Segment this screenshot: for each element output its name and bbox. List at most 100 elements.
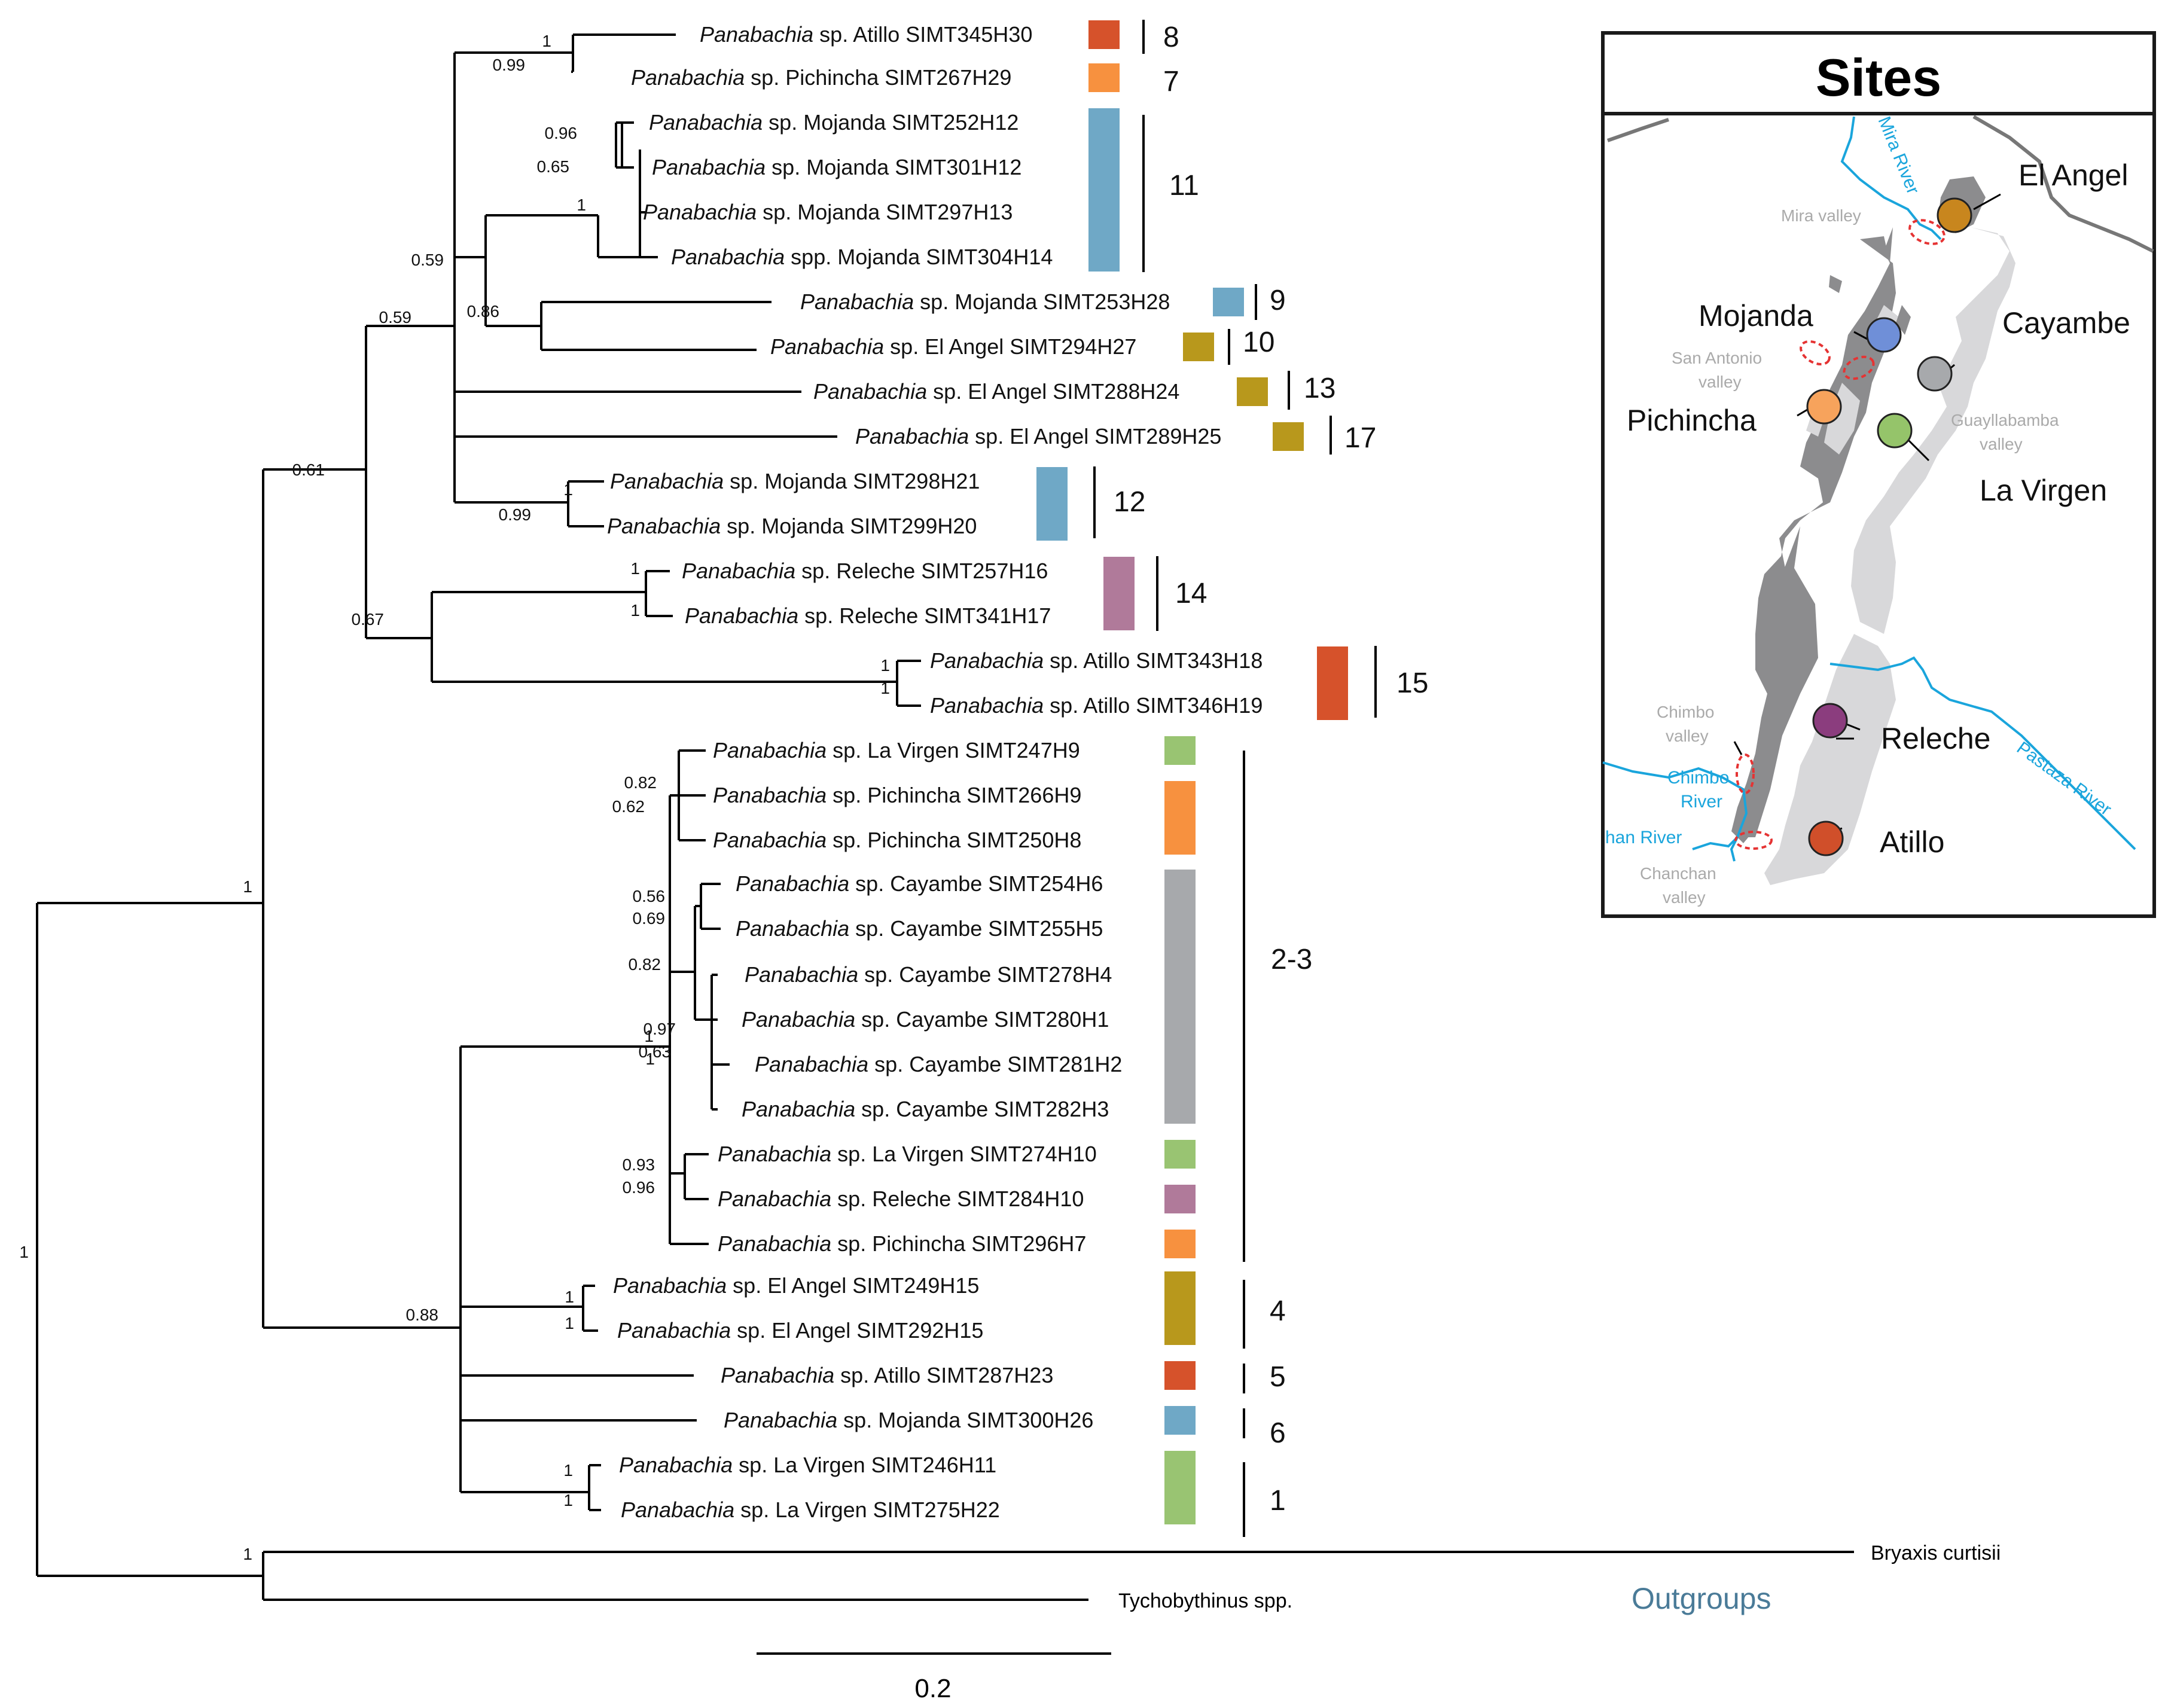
site-color-bar <box>1036 467 1068 541</box>
river-label-chimbo: Chimbo <box>1667 768 1729 788</box>
leaf-label: Panabachia sp. Releche SIMT284H10 <box>718 1187 1084 1211</box>
leaf-label: Panabachia sp. Pichincha SIMT296H7 <box>718 1231 1086 1256</box>
site-label-la-virgen: La Virgen <box>1980 474 2107 507</box>
valley-label-guayllabamba-2: valley <box>1980 435 2023 453</box>
clade-label: 13 <box>1304 373 1335 404</box>
leaf-label: Panabachia sp. Mojanda SIMT298H21 <box>610 469 980 493</box>
clade-label: 17 <box>1344 422 1376 454</box>
site-color-bar <box>1088 20 1120 49</box>
clade-label: 10 <box>1243 327 1274 358</box>
support-value: 1 <box>880 679 890 697</box>
valley-outlines <box>1734 219 1946 850</box>
rivers <box>1602 116 2136 862</box>
clade-label: 1 <box>1270 1485 1286 1517</box>
leaf-labels: Panabachia sp. Atillo SIMT345H30Panabach… <box>607 22 1263 1522</box>
site-label-el-angel: El Angel <box>2018 158 2128 192</box>
leaf-label: Panabachia sp. Mojanda SIMT297H13 <box>643 200 1013 224</box>
leaf-label: Panabachia sp. Mojanda SIMT252H12 <box>649 110 1019 135</box>
valley-label-san-antonio-1: San Antonio <box>1672 349 1762 367</box>
support-value: 0.56 <box>633 887 666 905</box>
tree-branches <box>36 33 1854 1601</box>
valley-label-chanchan-2: valley <box>1663 888 1706 907</box>
support-value: 1 <box>880 656 890 675</box>
site-color-bar <box>1103 557 1135 630</box>
clade-label: 7 <box>1163 66 1179 97</box>
valley-label-chanchan-1: Chanchan <box>1640 864 1716 883</box>
support-value: 1 <box>630 559 640 578</box>
leaf-label: Panabachia sp. El Angel SIMT294H27 <box>770 334 1136 359</box>
support-value: 1 <box>243 877 252 896</box>
clade-label: 11 <box>1169 170 1199 202</box>
site-marker-mojanda <box>1866 317 1902 353</box>
site-label-atillo: Atillo <box>1880 825 1944 859</box>
leaf-label: Panabachia sp. Atillo SIMT287H23 <box>721 1363 1053 1387</box>
site-color-bar <box>1164 1451 1196 1524</box>
site-color-bar <box>1164 1271 1196 1345</box>
site-marker-cayambe <box>1917 356 1953 392</box>
support-value: 0.99 <box>493 56 526 74</box>
site-color-bar <box>1164 781 1196 855</box>
valley-label-chimbo-2: valley <box>1666 727 1709 745</box>
leaf-label: Panabachia sp. El Angel SIMT249H15 <box>613 1273 979 1298</box>
site-color-bar <box>1164 736 1196 765</box>
site-color-bar <box>1164 1185 1196 1213</box>
clade-label: 6 <box>1270 1417 1286 1449</box>
clade-label: 4 <box>1270 1295 1286 1327</box>
support-value: 1 <box>19 1243 29 1261</box>
leaf-label: Panabachia sp. Cayambe SIMT254H6 <box>736 871 1103 896</box>
support-value: 0.82 <box>624 773 657 792</box>
site-label-cayambe: Cayambe <box>2002 306 2130 340</box>
support-value: 0.65 <box>537 157 570 176</box>
clade-label: 14 <box>1175 578 1207 609</box>
support-value: 0.93 <box>623 1155 655 1174</box>
site-color-bar <box>1317 646 1348 720</box>
support-value: 1 <box>563 1461 573 1480</box>
site-label-pichincha: Pichincha <box>1627 404 1757 437</box>
site-color-bar <box>1164 1406 1196 1435</box>
site-color-bar <box>1164 1361 1196 1390</box>
site-color-bars <box>1036 20 1348 1524</box>
leaf-label: Panabachia sp. Mojanda SIMT300H26 <box>724 1408 1093 1432</box>
leaf-label: Panabachia sp. Releche SIMT257H16 <box>682 559 1048 583</box>
support-value: 0.69 <box>633 909 666 928</box>
support-value: 0.62 <box>612 797 645 816</box>
support-value: 1 <box>565 1314 574 1332</box>
clade-brackets <box>1093 20 1377 1537</box>
mira-river-line <box>1840 116 1942 240</box>
leaf-label: Panabachia sp. Atillo SIMT345H30 <box>700 22 1032 47</box>
leaf-label: Panabachia sp. El Angel SIMT289H25 <box>855 424 1221 449</box>
clade-label: 2-3 <box>1271 944 1312 975</box>
support-value: 0.99 <box>499 505 532 524</box>
support-value: 0.61 <box>292 460 325 479</box>
clade-label: 15 <box>1396 667 1428 699</box>
leaf-label: Panabachia sp. La Virgen SIMT247H9 <box>713 738 1080 762</box>
map-title: Sites <box>1816 48 1941 107</box>
clade-label: 12 <box>1114 486 1145 518</box>
support-value: 0.67 <box>352 610 385 629</box>
leaf-label: Panabachia sp. Cayambe SIMT282H3 <box>742 1097 1109 1121</box>
outgroup-taxon-tychobythinus: Tychobythinus spp. <box>1118 1590 1292 1612</box>
leaf-label: Panabachia sp. Atillo SIMT346H19 <box>930 693 1263 718</box>
support-value: 0.88 <box>406 1306 439 1324</box>
river-label-chimbo-2: River <box>1681 792 1722 812</box>
support-value: 0.86 <box>467 302 500 321</box>
pastaza-river-line <box>1829 656 2136 850</box>
site-marker-la-virgen <box>1877 413 1913 449</box>
leaf-label: Panabachia sp. Atillo SIMT343H18 <box>930 648 1263 673</box>
chimbo-river-line <box>1602 761 1748 862</box>
site-color-bar <box>1237 377 1268 406</box>
support-value: 1 <box>243 1545 252 1563</box>
leaf-label: Panabachia sp. La Virgen SIMT274H10 <box>718 1142 1097 1166</box>
leaf-label: Panabachia sp. Mojanda SIMT299H20 <box>607 514 977 538</box>
support-value: 0.96 <box>623 1178 655 1197</box>
leaf-label: Panabachia sp. La Virgen SIMT275H22 <box>621 1497 1000 1522</box>
site-color-bar <box>1273 422 1304 451</box>
outgroup-taxon-bryaxis: Bryaxis curtisii <box>1871 1542 2001 1564</box>
valley-label-guayllabamba-1: Guayllabamba <box>1951 411 2059 429</box>
site-color-bar <box>1164 1140 1196 1169</box>
leaf-label: Panabachia sp. Cayambe SIMT278H4 <box>745 962 1112 987</box>
site-color-bar <box>1164 870 1196 1124</box>
support-value: 0.82 <box>629 955 661 974</box>
